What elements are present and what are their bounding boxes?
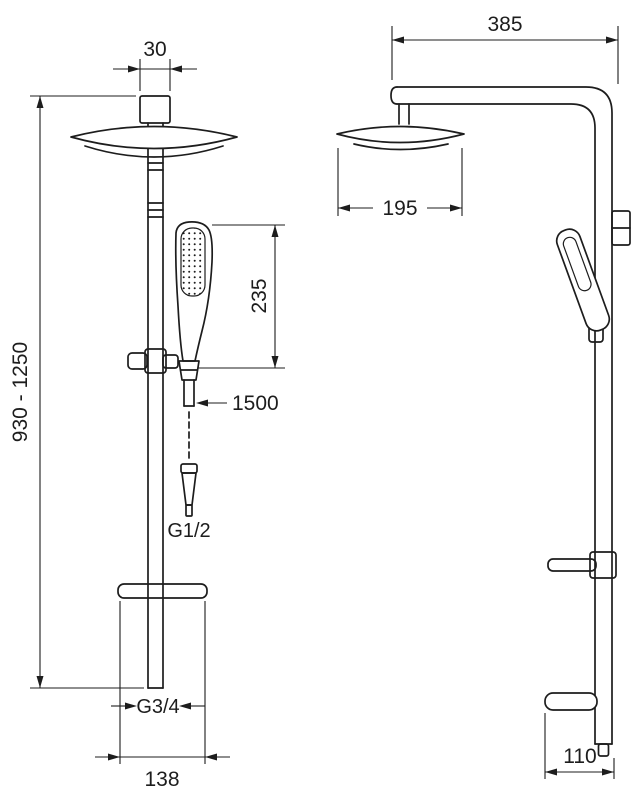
head-stub bbox=[398, 103, 410, 125]
rain-shower-head-front bbox=[70, 125, 238, 150]
dim-handshower-length-label: 235 bbox=[248, 278, 271, 313]
shelf-clamp-side bbox=[589, 551, 617, 579]
side-dimensions: 385 195 110 bbox=[337, 13, 619, 779]
rain-shower-head-side bbox=[336, 125, 465, 144]
dim-bracket-width: 30 bbox=[113, 38, 197, 91]
slider-knob bbox=[127, 352, 148, 370]
dim-height-range-label: 930 - 1250 bbox=[9, 342, 32, 442]
column-foot bbox=[597, 743, 610, 757]
dim-handshower-length: 235 bbox=[198, 224, 285, 369]
hose-nut-lower bbox=[180, 463, 198, 474]
side-view bbox=[336, 86, 631, 757]
dim-bracket-width-label: 30 bbox=[143, 38, 166, 61]
hand-shower-side bbox=[555, 228, 611, 332]
rain-head-underside bbox=[84, 145, 224, 158]
dim-wall-offset-label: 110 bbox=[563, 745, 596, 768]
dim-arm-reach-label: 385 bbox=[487, 13, 522, 36]
slider-clamp bbox=[144, 348, 167, 374]
wall-bracket-top bbox=[139, 95, 171, 124]
wall-mount-bracket-side bbox=[611, 210, 631, 246]
column-joint-upper bbox=[147, 162, 164, 171]
shelf-front bbox=[117, 583, 208, 599]
front-dimensions: 30 930 - 1250 235 1500 G1/2 bbox=[9, 38, 285, 791]
rain-head-rim-side bbox=[353, 143, 449, 151]
shower-arm-and-column-side bbox=[390, 86, 613, 757]
column-joint-lower bbox=[147, 202, 164, 218]
hose-stub-tube bbox=[183, 379, 195, 407]
label-inlet-thread-text: G3/4 bbox=[136, 696, 179, 718]
dim-wall-offset: 110 bbox=[544, 713, 615, 779]
dim-base-width: 138 bbox=[95, 601, 230, 791]
hose-cone-tip bbox=[185, 504, 193, 517]
dim-height-range: 930 - 1250 bbox=[9, 95, 144, 689]
label-hose-length-text: 1500 bbox=[232, 392, 279, 415]
hose-outlet-elbow-side bbox=[544, 692, 598, 711]
hose-nut-upper bbox=[178, 360, 200, 381]
dim-head-diameter-label: 195 bbox=[382, 197, 417, 220]
dim-head-diameter: 195 bbox=[337, 148, 463, 220]
dim-arm-reach: 385 bbox=[391, 13, 619, 84]
label-hose-thread: G1/2 bbox=[167, 520, 210, 542]
label-inlet-thread: G3/4 bbox=[111, 696, 205, 718]
hose-cone-connector bbox=[181, 472, 197, 506]
handshower-holder-arm bbox=[162, 354, 179, 369]
shower-column-front bbox=[147, 122, 164, 689]
dim-base-width-label: 138 bbox=[144, 768, 179, 791]
hand-shower-spray-face bbox=[180, 227, 206, 297]
label-hose-length: 1500 bbox=[196, 392, 279, 415]
front-view bbox=[70, 95, 238, 689]
shelf-side bbox=[547, 558, 597, 572]
